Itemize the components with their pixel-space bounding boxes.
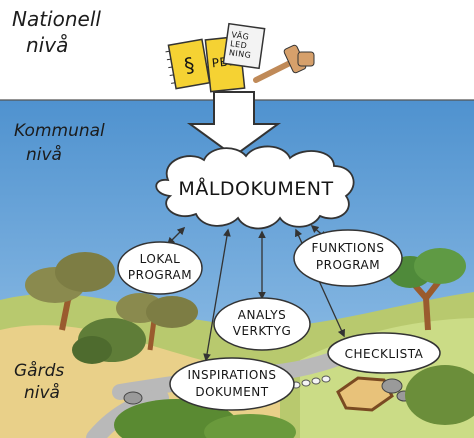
central-node-label: MÅLDOKUMENT bbox=[178, 177, 333, 200]
svg-text:VÄG: VÄG bbox=[231, 29, 250, 41]
svg-text:VERKTYG: VERKTYG bbox=[233, 324, 292, 338]
svg-text:NING: NING bbox=[228, 48, 252, 60]
label-municipal-level: Kommunal nivå bbox=[14, 121, 105, 165]
svg-text:FUNKTIONS: FUNKTIONS bbox=[311, 241, 384, 255]
node-function-program: FUNKTIONS PROGRAM bbox=[293, 229, 403, 287]
gavel-icon bbox=[253, 44, 315, 83]
svg-text:nivå: nivå bbox=[26, 144, 62, 165]
label-yard-level: Gårds nivå bbox=[14, 360, 64, 403]
bush bbox=[405, 365, 474, 425]
flow-arrow-down bbox=[186, 91, 282, 158]
svg-text:nivå: nivå bbox=[24, 382, 60, 403]
svg-text:Nationell: Nationell bbox=[12, 7, 101, 31]
tree bbox=[25, 252, 115, 331]
svg-text:nivå: nivå bbox=[26, 33, 68, 57]
sandbox bbox=[336, 376, 394, 412]
bush bbox=[72, 336, 112, 364]
tree bbox=[116, 293, 198, 351]
svg-text:LED: LED bbox=[230, 39, 248, 50]
svg-text:ANALYS: ANALYS bbox=[238, 308, 286, 322]
svg-text:INSPIRATIONS: INSPIRATIONS bbox=[188, 368, 277, 382]
svg-text:DOKUMENT: DOKUMENT bbox=[195, 385, 268, 399]
node-inspiration-document: INSPIRATIONS DOKUMENT bbox=[169, 357, 295, 411]
law-books: § PBL VÄG LED NING bbox=[165, 22, 266, 93]
label-national-level: Nationell nivå bbox=[12, 7, 101, 57]
guide-book-label: VÄG LED NING bbox=[228, 29, 252, 60]
svg-text:CHECKLISTA: CHECKLISTA bbox=[345, 347, 424, 361]
central-node: MÅLDOKUMENT bbox=[155, 145, 355, 230]
svg-text:Kommunal: Kommunal bbox=[14, 121, 105, 141]
svg-text:Gårds: Gårds bbox=[14, 360, 64, 381]
svg-text:PROGRAM: PROGRAM bbox=[128, 268, 192, 282]
svg-text:LOKAL: LOKAL bbox=[140, 252, 181, 266]
node-checklist: CHECKLISTA bbox=[327, 332, 441, 374]
svg-text:PROGRAM: PROGRAM bbox=[316, 258, 380, 272]
node-analysis-tool: ANALYS VERKTYG bbox=[213, 297, 311, 351]
node-local-program: LOKAL PROGRAM bbox=[117, 241, 203, 295]
paragraph-symbol: § bbox=[182, 52, 197, 77]
bush bbox=[204, 414, 296, 438]
